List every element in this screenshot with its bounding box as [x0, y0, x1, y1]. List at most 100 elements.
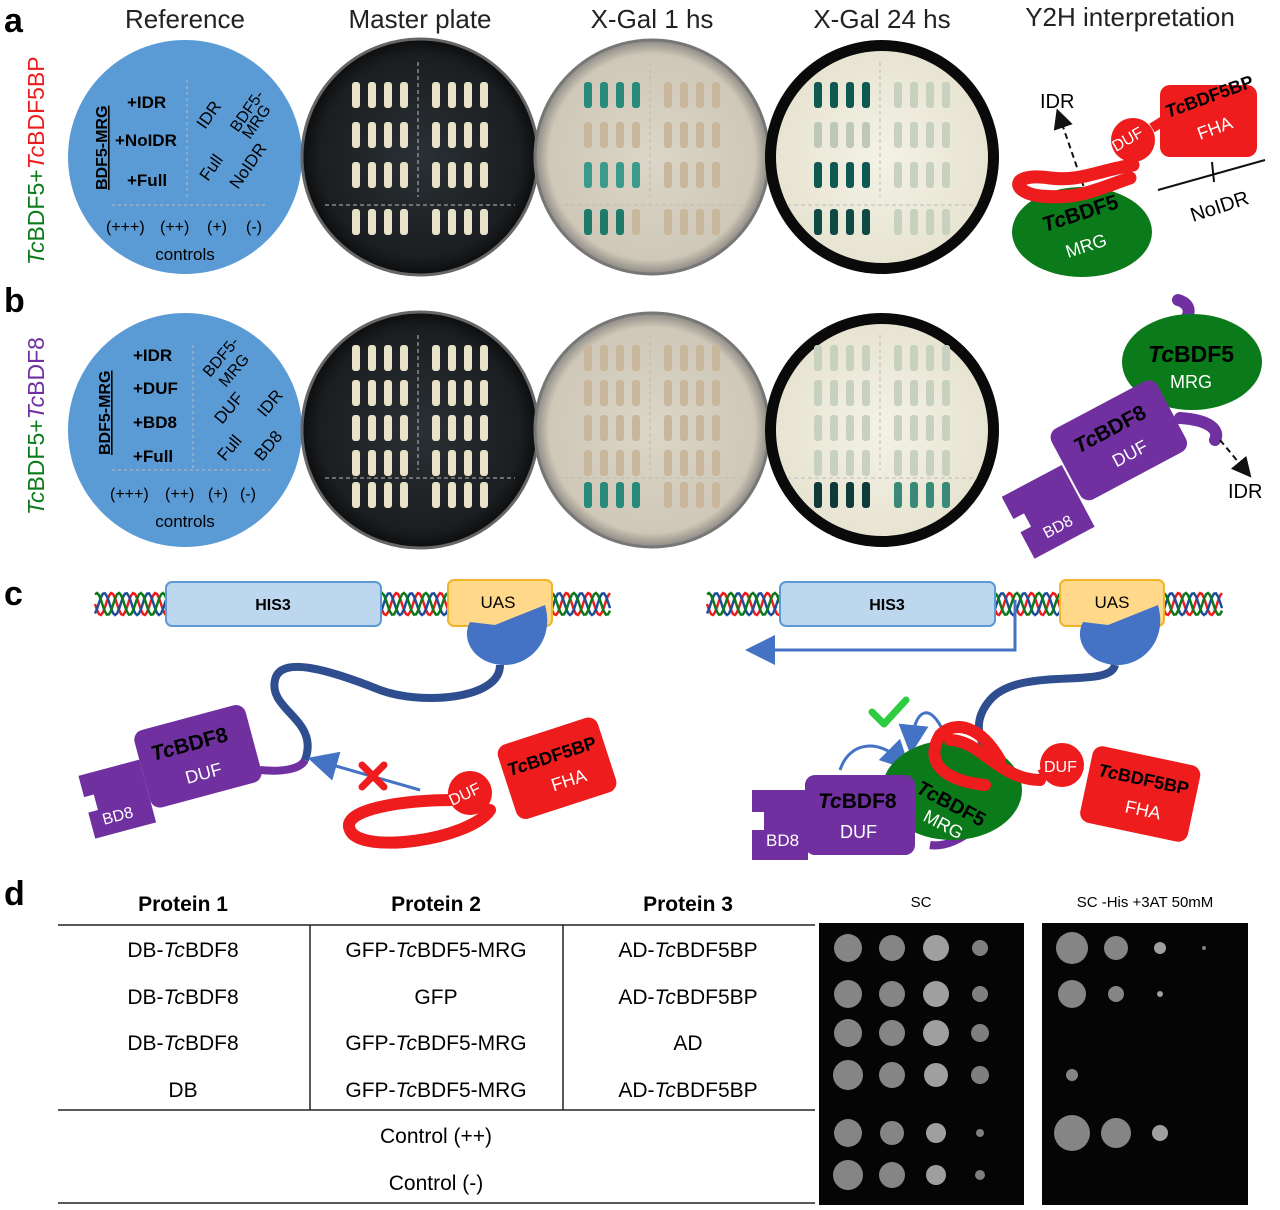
colony-streak — [910, 415, 918, 441]
colony-streak — [600, 122, 608, 148]
colony-streak — [368, 450, 376, 476]
colony-streak — [448, 162, 456, 188]
colony-streak — [910, 345, 918, 371]
ref-b-controls-label: controls — [155, 512, 215, 531]
c-left-bd8-block — [78, 759, 157, 839]
colony-streak — [712, 82, 720, 108]
colony-streak — [696, 482, 704, 508]
yeast-spot — [833, 1160, 863, 1190]
colony-streak — [584, 162, 592, 188]
c-right-check — [868, 696, 910, 728]
colony-streak — [926, 345, 934, 371]
colony-streak — [712, 122, 720, 148]
yeast-spot — [1154, 942, 1166, 954]
colony-streak — [584, 482, 592, 508]
colony-streak — [352, 380, 360, 406]
colony-streak — [432, 122, 440, 148]
header-y2h: Y2H interpretation — [1025, 2, 1235, 32]
colony-streak — [862, 209, 870, 235]
yeast-spot — [1152, 1125, 1168, 1141]
c-right-bd8-block — [752, 790, 808, 860]
colony-streak — [632, 162, 640, 188]
y2h-b-idr-label: IDR — [1228, 481, 1262, 503]
y2h-a-noidr-label: NoIDR — [1188, 187, 1252, 226]
colony-streak — [480, 345, 488, 371]
colony-streak — [712, 380, 720, 406]
colony-streak — [384, 415, 392, 441]
colony-streak — [664, 209, 672, 235]
dna-strand — [1161, 591, 1224, 617]
colony-streak — [814, 380, 822, 406]
colony-streak — [400, 450, 408, 476]
colony-streak — [926, 82, 934, 108]
colony-streak — [432, 380, 440, 406]
c-right-his3 — [779, 581, 996, 627]
colony-streak — [432, 209, 440, 235]
c-left-his3 — [165, 581, 382, 627]
table-cell: AD-TcBDF5BP — [618, 986, 757, 1009]
colony-streak — [894, 162, 902, 188]
dna-strand — [992, 591, 1062, 617]
colony-streak — [712, 345, 720, 371]
colony-streak — [600, 82, 608, 108]
yeast-spot — [879, 935, 905, 961]
c-right-duf-label: DUF — [840, 822, 877, 842]
colony-streak — [680, 415, 688, 441]
ref-b-group: BDF5-MRG — [97, 371, 114, 455]
c-left-db-domain — [466, 605, 548, 665]
colony-streak — [696, 122, 704, 148]
colony-streak — [400, 209, 408, 235]
colony-streak — [464, 450, 472, 476]
colony-streak — [926, 482, 934, 508]
colony-streak — [600, 209, 608, 235]
yeast-spot — [1058, 980, 1086, 1008]
dna-strand — [548, 591, 611, 617]
c-left-uas-label: UAS — [481, 593, 516, 612]
colony-streak — [632, 345, 640, 371]
table-cell: GFP-TcBDF5-MRG — [345, 1032, 526, 1055]
colony-streak — [464, 415, 472, 441]
spot-panel-his — [1042, 923, 1248, 1205]
colony-streak — [600, 450, 608, 476]
colony-streak — [712, 162, 720, 188]
panel-letter-b: b — [4, 282, 25, 320]
ref-a-row-3: +Full — [127, 171, 167, 190]
colony-streak — [584, 122, 592, 148]
colony-streak — [600, 380, 608, 406]
colony-streak — [846, 380, 854, 406]
colony-streak — [894, 450, 902, 476]
yeast-spot — [976, 1129, 984, 1137]
colony-streak — [926, 450, 934, 476]
colony-streak — [352, 122, 360, 148]
colony-streak — [448, 209, 456, 235]
colony-streak — [600, 162, 608, 188]
colony-streak — [862, 122, 870, 148]
c-right-transcription-arrow — [745, 600, 1017, 665]
colony-streak — [368, 122, 376, 148]
colony-streak — [910, 380, 918, 406]
side-label-a: TcBDF5+TcBDF5BP — [23, 56, 49, 265]
colony-streak — [632, 482, 640, 508]
y2h-a-bdf5bp-fha — [1160, 85, 1257, 157]
colony-streak — [448, 415, 456, 441]
colony-streak — [814, 450, 822, 476]
dna-strand — [379, 591, 451, 617]
colony-streak — [942, 345, 950, 371]
colony-streak — [400, 122, 408, 148]
colony-streak — [910, 450, 918, 476]
colony-streak — [862, 345, 870, 371]
colony-streak — [664, 482, 672, 508]
side-label-b: TcBDF5+TcBDF8 — [23, 337, 49, 515]
colony-streak — [846, 415, 854, 441]
dna-strand — [549, 591, 612, 617]
yeast-spot — [1157, 991, 1163, 997]
colony-streak — [432, 450, 440, 476]
colony-streak — [448, 482, 456, 508]
header-xgal-1hs: X-Gal 1 hs — [591, 4, 714, 34]
panel-c-left: HIS3 UAS TcBDF8 DUF BD8 DUF TcBDF5BP FHA — [78, 579, 617, 849]
colony-streak — [464, 482, 472, 508]
y2h-b-bdf8-duf — [1050, 380, 1188, 501]
xgal-1hs-plate-a — [533, 38, 771, 276]
